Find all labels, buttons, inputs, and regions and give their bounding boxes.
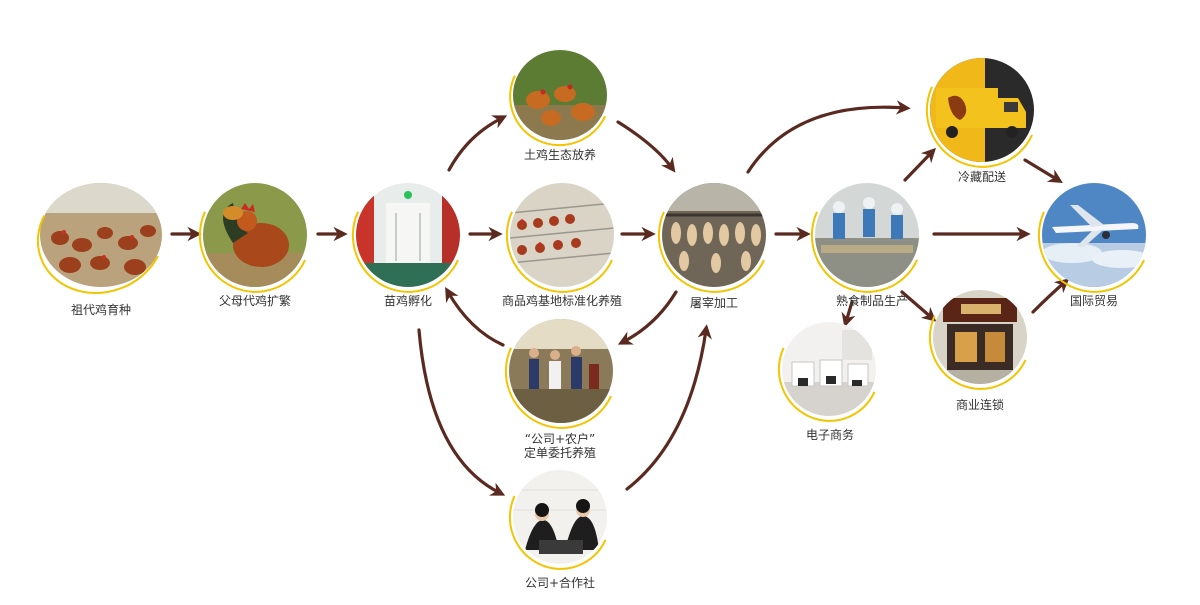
arrow-cold-trade	[1023, 158, 1063, 183]
label-cooked: 熟食制品生产	[835, 294, 908, 308]
label-chain: 商业连锁	[955, 398, 1004, 412]
label-ecological: 土鸡生态放养	[523, 148, 596, 162]
food-factory-icon	[815, 183, 919, 287]
arrow-slaughter-cold	[746, 100, 911, 174]
arrow-cooked-chain	[900, 290, 937, 322]
label-grandparent: 祖代鸡育种	[70, 303, 131, 317]
arrow-chain-trade	[1031, 278, 1070, 314]
label-slaughter: 屠宰加工	[689, 296, 738, 310]
arrow-slaughter-contract	[617, 290, 678, 345]
arrow-cooked-ecommerce	[841, 300, 856, 328]
arrow-coop-slaughter	[625, 324, 712, 491]
processing-line-icon	[662, 183, 766, 287]
label-ecommerce: 电子商务	[805, 428, 854, 442]
arrow-cooked-cold	[903, 147, 936, 182]
label-hatch: 苗鸡孵化	[383, 294, 432, 308]
label-contract-line1: “公司+农户”	[524, 432, 596, 446]
label-parent: 父母代鸡扩繁	[218, 294, 291, 308]
label-coop: 公司+合作社	[524, 576, 596, 590]
arrow-ecological-slaughter	[616, 120, 676, 173]
cooperative-staff-icon	[513, 470, 607, 564]
label-cold: 冷藏配送	[957, 170, 1006, 184]
farmers-icon	[509, 319, 613, 423]
rooster-icon	[203, 183, 307, 287]
arrow-hatch-ecological	[447, 115, 508, 172]
arrow-hatch-coop	[417, 328, 506, 496]
label-base: 商品鸡基地标准化养殖	[501, 294, 622, 308]
label-trade: 国际贸易	[1069, 294, 1118, 308]
delivery-truck-icon	[930, 58, 1034, 162]
airplane-icon	[1042, 183, 1146, 287]
label-contract-line2: 定单委托养殖	[523, 446, 596, 460]
hatchery-room-icon	[356, 183, 460, 287]
cage-farm-icon	[510, 183, 614, 287]
arrow-contract-hatch	[445, 287, 505, 347]
